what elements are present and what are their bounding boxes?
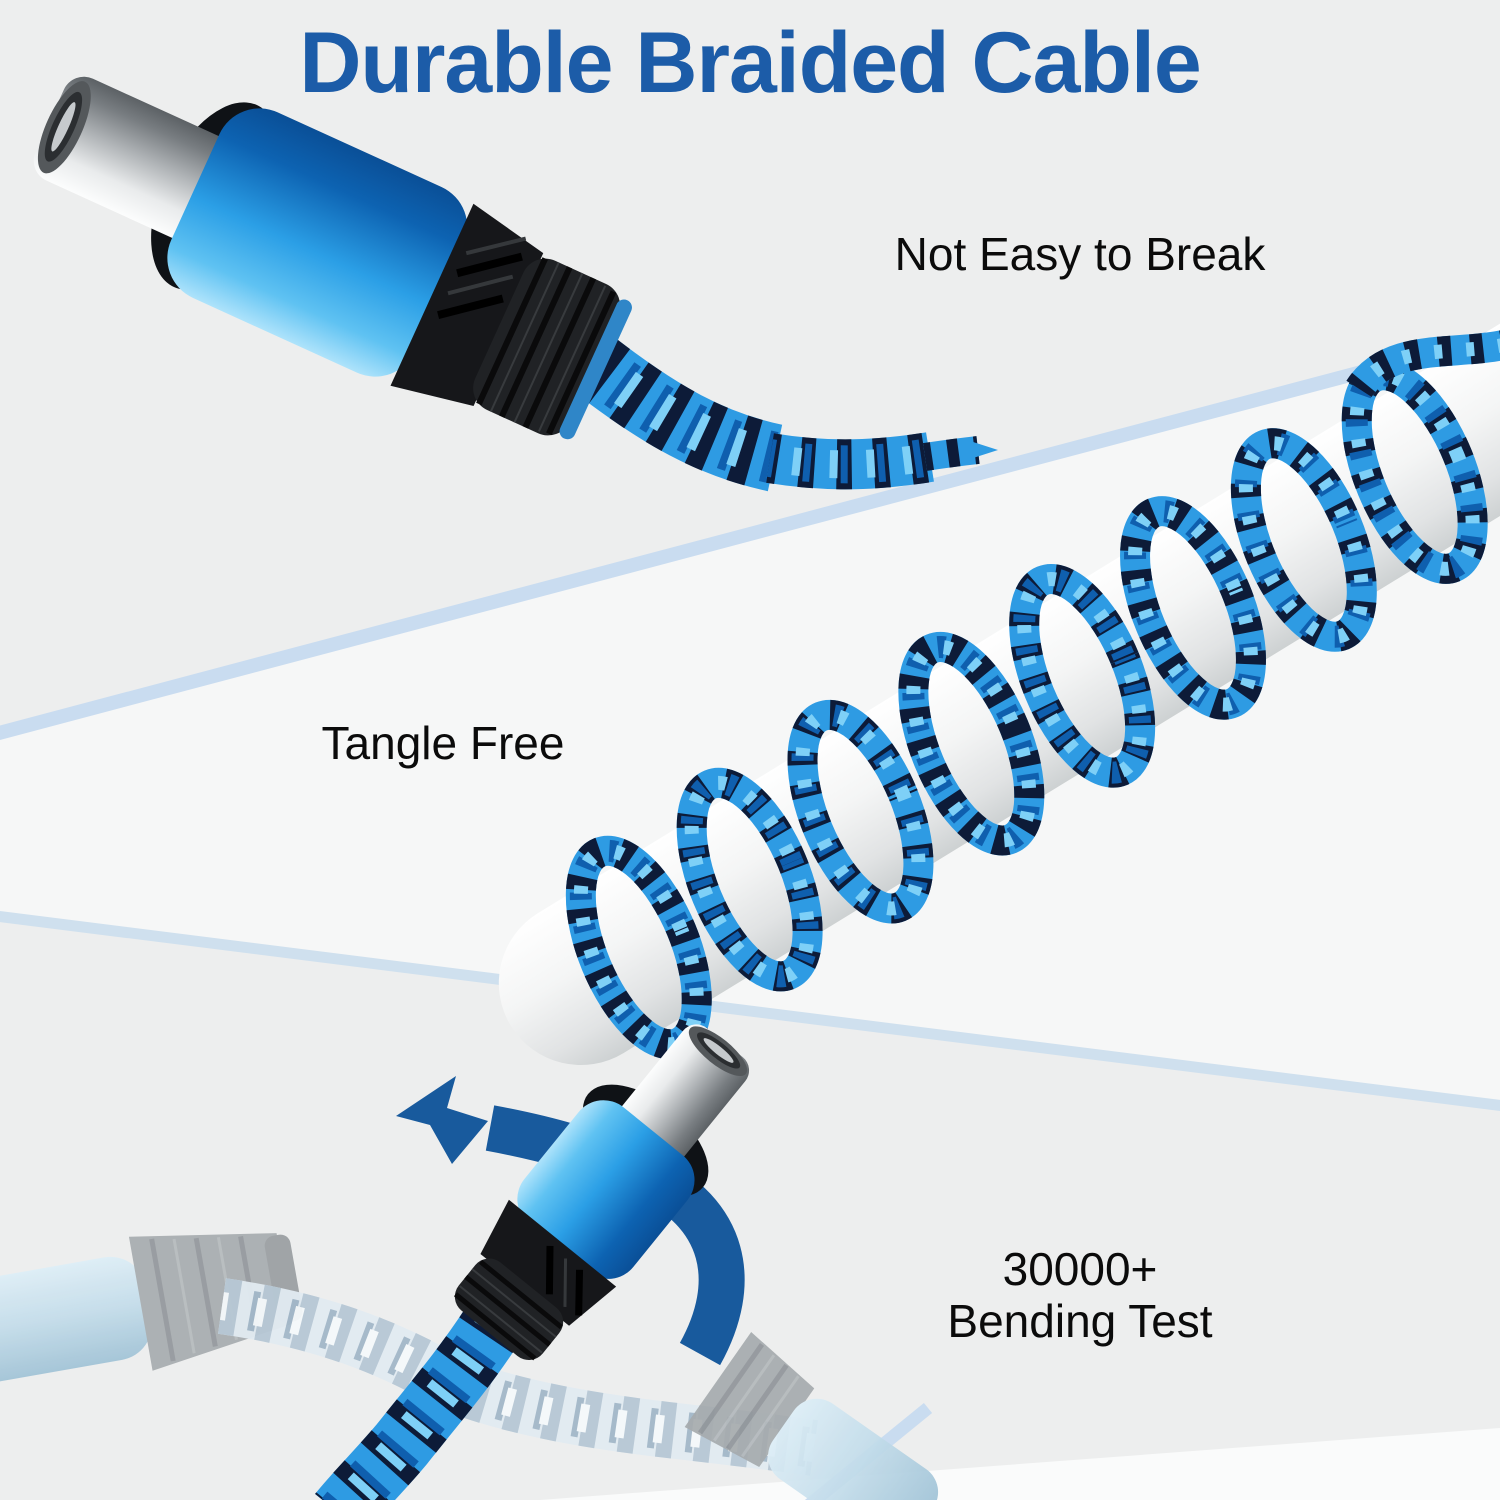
caption-tangle-free: Tangle Free (321, 717, 565, 769)
braided-cable-top (596, 366, 998, 464)
connector-blue-housing (167, 108, 468, 377)
bending-test-count: 30000+ (1002, 1243, 1158, 1295)
coil-photo (498, 238, 1500, 1119)
bend-arrowhead (396, 1076, 488, 1164)
page-title: Durable Braided Cable (299, 15, 1201, 111)
usb-c-connector-top-left (33, 76, 632, 440)
connector-strain-relief (453, 1199, 617, 1361)
ghost-connector-right (684, 1332, 939, 1500)
band-edge-line-bottom (0, 910, 1500, 1112)
bottom-white-strip (540, 1428, 1500, 1500)
connector-strain-relief (390, 203, 632, 440)
connector-blue-housing (517, 1100, 695, 1279)
band-edge-line-top (0, 328, 1500, 740)
caption-bending-test: 30000+ Bending Test (920, 1243, 1240, 1347)
usb-c-connector-bottom (453, 1024, 750, 1361)
bending-test-label: Bending Test (947, 1295, 1213, 1347)
caption-not-easy-to-break: Not Easy to Break (894, 228, 1266, 280)
